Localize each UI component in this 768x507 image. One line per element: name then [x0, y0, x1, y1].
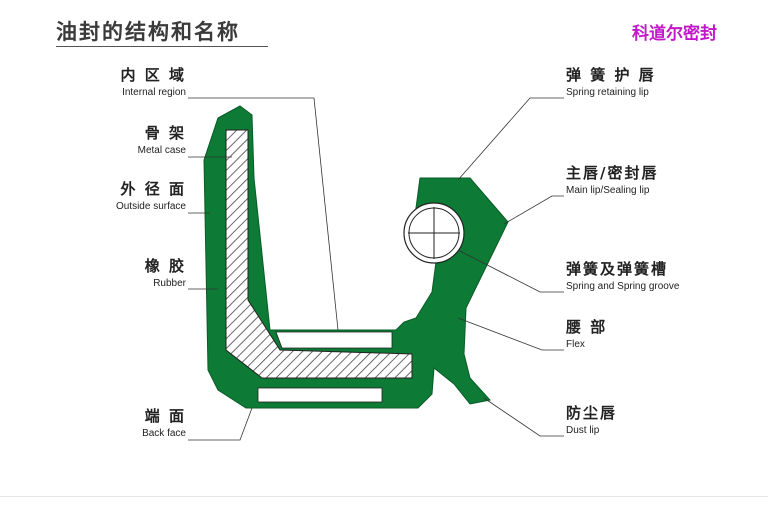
leader-internal-region: [188, 97, 339, 331]
leader-spring-retaining-lip: [457, 97, 564, 181]
label-rubber-zh: 橡 胶: [144, 257, 186, 275]
title-underline: [56, 46, 268, 47]
internal-region-slot: [275, 331, 393, 349]
label-internal-region-zh: 内 区 域: [120, 66, 186, 84]
back-face-slot: [257, 387, 383, 403]
label-spring-groove-zh: 弹簧及弹簧槽: [566, 260, 669, 278]
label-metal-case: 骨 架 Metal case: [96, 122, 186, 156]
label-flex: 腰 部 Flex: [566, 316, 736, 350]
leader-back-face: [188, 407, 253, 441]
label-back-face: 端 面 Back face: [96, 405, 186, 439]
bottom-divider: [0, 496, 768, 497]
label-main-lip-zh: 主唇/密封唇: [566, 164, 659, 182]
label-flex-zh: 腰 部: [566, 318, 608, 336]
label-dust-lip-zh: 防尘唇: [566, 404, 618, 422]
label-spring-retaining-lip-zh: 弹 簧 护 唇: [566, 66, 656, 84]
label-main-lip-en: Main lip/Sealing lip: [566, 185, 650, 196]
label-spring-retaining-lip: 弹 簧 护 唇 Spring retaining lip: [566, 64, 736, 98]
label-back-face-en: Back face: [142, 428, 186, 439]
label-spring-groove: 弹簧及弹簧槽 Spring and Spring groove: [566, 258, 756, 292]
label-internal-region: 内 区 域 Internal region: [96, 64, 186, 98]
label-spring-retaining-lip-en: Spring retaining lip: [566, 87, 649, 98]
diagram-title: 油封的结构和名称: [56, 20, 240, 44]
label-flex-en: Flex: [566, 339, 585, 350]
label-main-lip: 主唇/密封唇 Main lip/Sealing lip: [566, 162, 736, 196]
brand-name: 科道尔密封: [632, 24, 717, 44]
label-metal-case-zh: 骨 架: [144, 124, 186, 142]
label-dust-lip-en: Dust lip: [566, 425, 600, 436]
leader-dust-lip: [483, 397, 564, 437]
label-metal-case-en: Metal case: [137, 145, 186, 156]
label-back-face-zh: 端 面: [144, 407, 186, 425]
label-rubber-en: Rubber: [153, 278, 186, 289]
leader-spring-groove: [457, 249, 564, 293]
label-dust-lip: 防尘唇 Dust lip: [566, 402, 736, 436]
label-rubber: 橡 胶 Rubber: [96, 255, 186, 289]
leader-main-lip: [503, 195, 564, 225]
label-internal-region-en: Internal region: [122, 87, 186, 98]
leader-flex: [457, 317, 564, 351]
label-outside-surface-en: Outside surface: [115, 201, 186, 212]
label-spring-groove-en: Spring and Spring groove: [566, 281, 680, 292]
label-outside-surface-zh: 外 径 面: [120, 180, 186, 198]
label-outside-surface: 外 径 面 Outside surface: [96, 178, 186, 212]
metal-case: [225, 129, 413, 379]
